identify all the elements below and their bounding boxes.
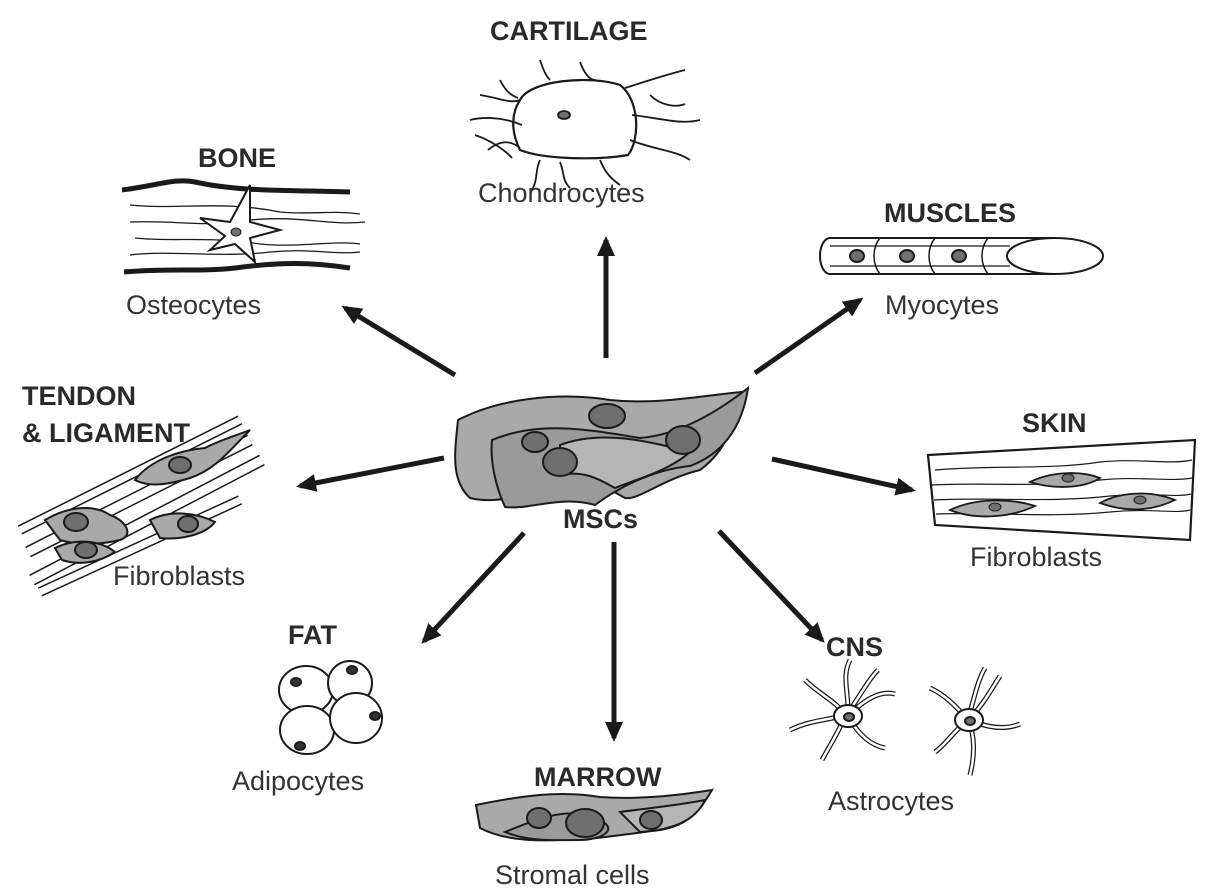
osteocyte-illustration — [122, 181, 365, 272]
adipocytes-label: Adipocytes — [232, 768, 364, 795]
chondrocytes-label: Chondrocytes — [478, 180, 645, 207]
myocyte-illustration — [820, 238, 1103, 274]
astrocytes-label: Astrocytes — [828, 788, 954, 815]
arrow-to-cns — [719, 531, 822, 640]
arrow-to-fat — [424, 533, 524, 641]
astrocyte-illustration — [790, 660, 1020, 775]
cartilage-title: CARTILAGE — [490, 18, 648, 45]
osteocytes-label: Osteocytes — [126, 292, 261, 319]
stromal-cell-illustration — [476, 790, 712, 840]
chondrocyte-illustration — [470, 60, 700, 190]
skin-fibroblasts-label: Fibroblasts — [970, 544, 1102, 571]
myocytes-label: Myocytes — [885, 292, 999, 319]
skin-fibroblast-illustration — [928, 440, 1195, 540]
stromal-cells-label: Stromal cells — [495, 862, 650, 889]
tendon-fibroblasts-label: Fibroblasts — [113, 563, 245, 590]
arrow-to-muscles — [755, 300, 860, 373]
arrow-to-tendon — [300, 458, 444, 486]
arrow-to-bone — [345, 308, 455, 375]
bone-title: BONE — [198, 145, 276, 172]
tendon-title-line1: TENDON — [22, 383, 136, 410]
msc-label: MSCs — [563, 506, 638, 533]
msc-cell-cluster — [455, 388, 748, 507]
tendon-title-line2: & LIGAMENT — [22, 420, 190, 447]
cns-title: CNS — [826, 634, 883, 661]
fat-title: FAT — [288, 622, 337, 649]
nucleus — [589, 404, 625, 428]
adipocyte-illustration — [279, 661, 382, 754]
marrow-title: MARROW — [534, 764, 661, 791]
nucleus — [543, 448, 577, 476]
nucleus — [522, 432, 548, 452]
arrow-to-skin — [772, 459, 912, 490]
skin-title: SKIN — [1022, 410, 1087, 437]
muscles-title: MUSCLES — [884, 200, 1016, 227]
nucleus — [666, 426, 700, 454]
